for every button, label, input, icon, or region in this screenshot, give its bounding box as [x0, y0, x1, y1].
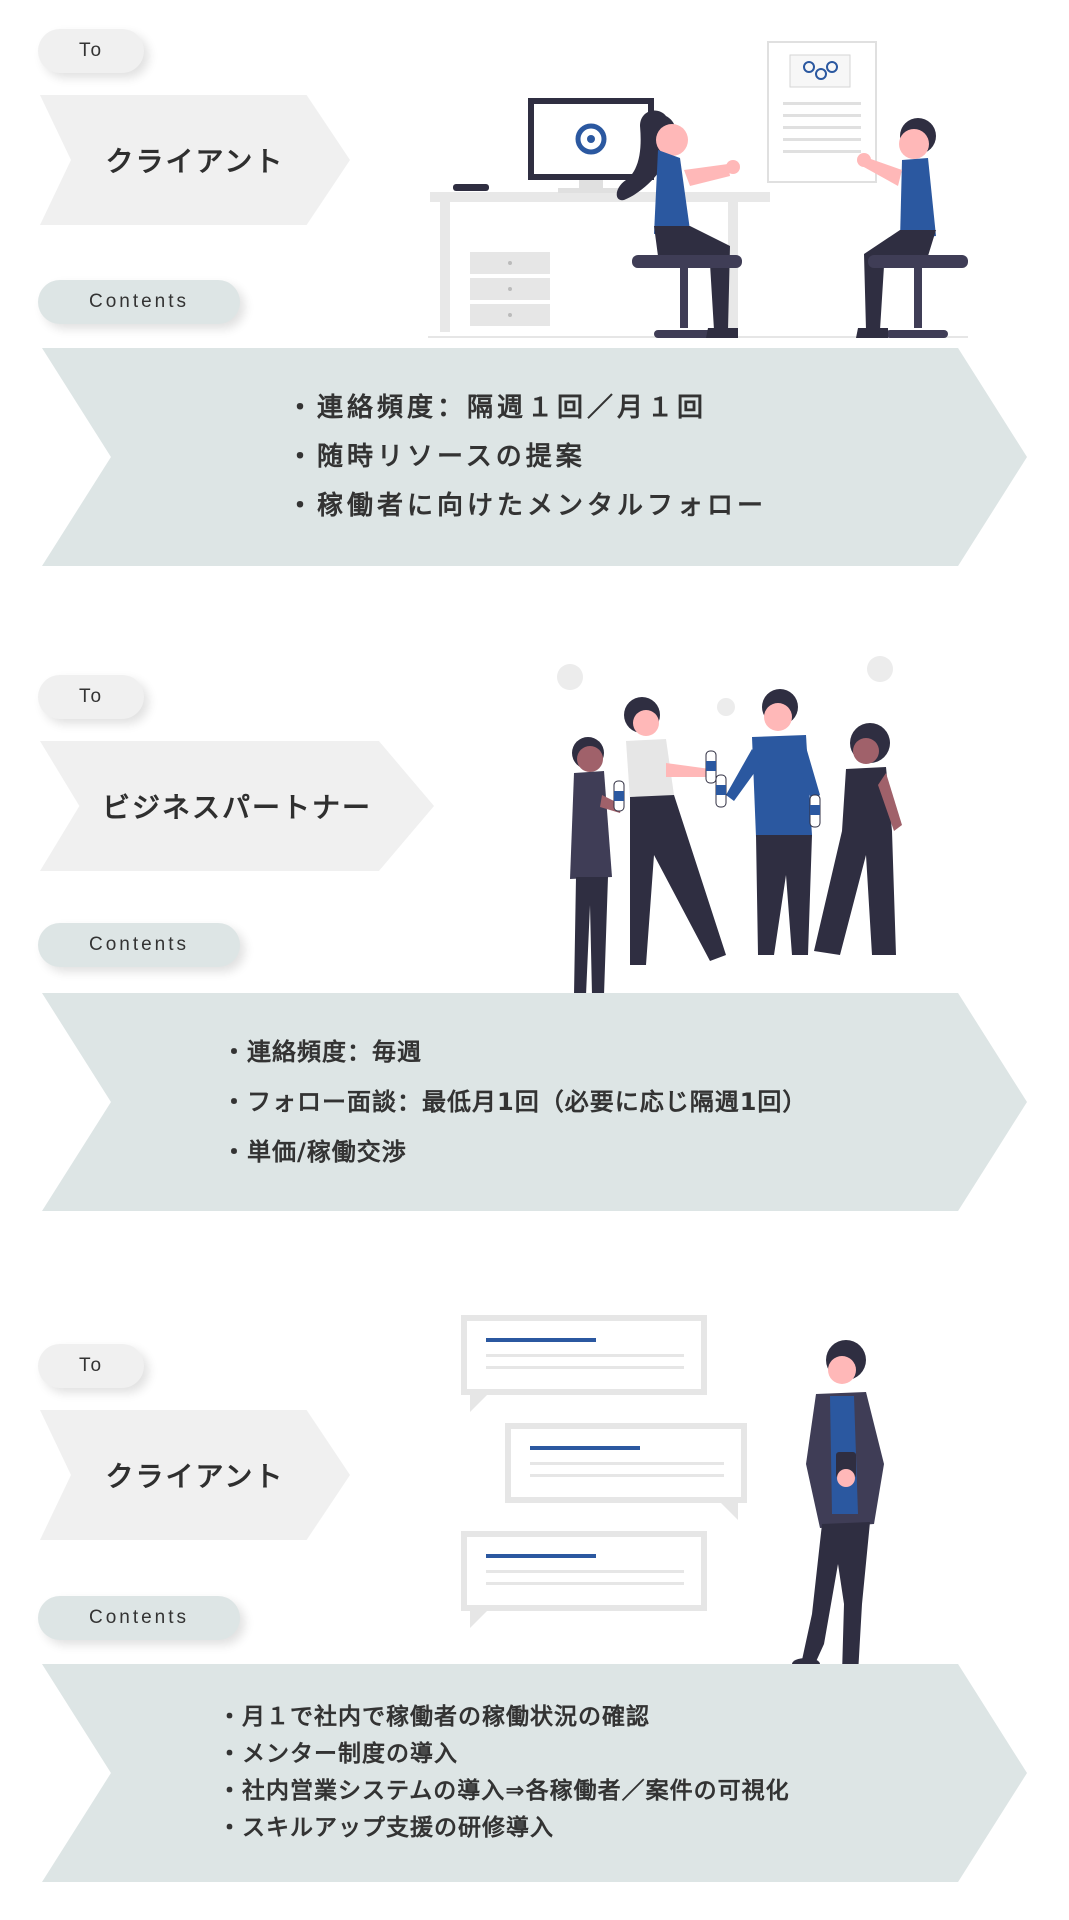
person-with-chat-bubbles-illustration [461, 1315, 884, 1682]
list-item: ・スキルアップ支援の研修導入 [218, 1815, 554, 1841]
to-label: To [38, 29, 144, 73]
contents-label: Contents [38, 1596, 240, 1640]
list-item: ・メンター制度の導入 [218, 1741, 458, 1767]
contents-arrow: ・連絡頻度：隔週１回／月１回 ・随時リソースの提案 ・稼働者に向けたメンタルフォ… [42, 348, 1027, 566]
list-item: ・随時リソースの提案 [287, 441, 586, 472]
two-people-at-desk-illustration [428, 41, 968, 338]
contents-list: ・月１で社内で稼働者の稼働状況の確認 ・メンター制度の導入 ・社内営業システムの… [218, 1699, 1027, 1847]
section-business-partner: To ビジネスパートナー [0, 645, 1069, 1245]
section-client-1: To クライアント [0, 0, 1069, 600]
contents-arrow: ・月１で社内で稼働者の稼働状況の確認 ・メンター制度の導入 ・社内営業システムの… [42, 1664, 1027, 1882]
target-client: クライアント [40, 1410, 350, 1540]
list-item: ・月１で社内で稼働者の稼働状況の確認 [218, 1704, 650, 1730]
section-client-2: To クライアント Contents ・月１で社内で稼働者の稼 [0, 1312, 1069, 1912]
list-item: ・稼働者に向けたメンタルフォロー [287, 490, 768, 521]
list-item: ・連絡頻度：毎週 [222, 1038, 422, 1066]
list-item: ・連絡頻度：隔週１回／月１回 [287, 392, 708, 423]
list-item: ・単価/稼働交渉 [222, 1138, 407, 1166]
group-toasting-illustration [557, 656, 902, 995]
contents-list: ・連絡頻度：毎週 ・フォロー面談：最低月1回（必要に応じ隔週1回） ・単価/稼働… [222, 1027, 1027, 1177]
list-item: ・社内営業システムの導入⇒各稼働者／案件の可視化 [218, 1778, 790, 1804]
to-label: To [38, 1344, 144, 1388]
list-item: ・フォロー面談：最低月1回（必要に応じ隔週1回） [222, 1088, 808, 1116]
target-business-partner: ビジネスパートナー [40, 741, 434, 871]
contents-list: ・連絡頻度：隔週１回／月１回 ・随時リソースの提案 ・稼働者に向けたメンタルフォ… [287, 384, 1027, 531]
contents-arrow: ・連絡頻度：毎週 ・フォロー面談：最低月1回（必要に応じ隔週1回） ・単価/稼働… [42, 993, 1027, 1211]
contents-label: Contents [38, 280, 240, 324]
target-client: クライアント [40, 95, 350, 225]
contents-label: Contents [38, 923, 240, 967]
to-label: To [38, 675, 144, 719]
